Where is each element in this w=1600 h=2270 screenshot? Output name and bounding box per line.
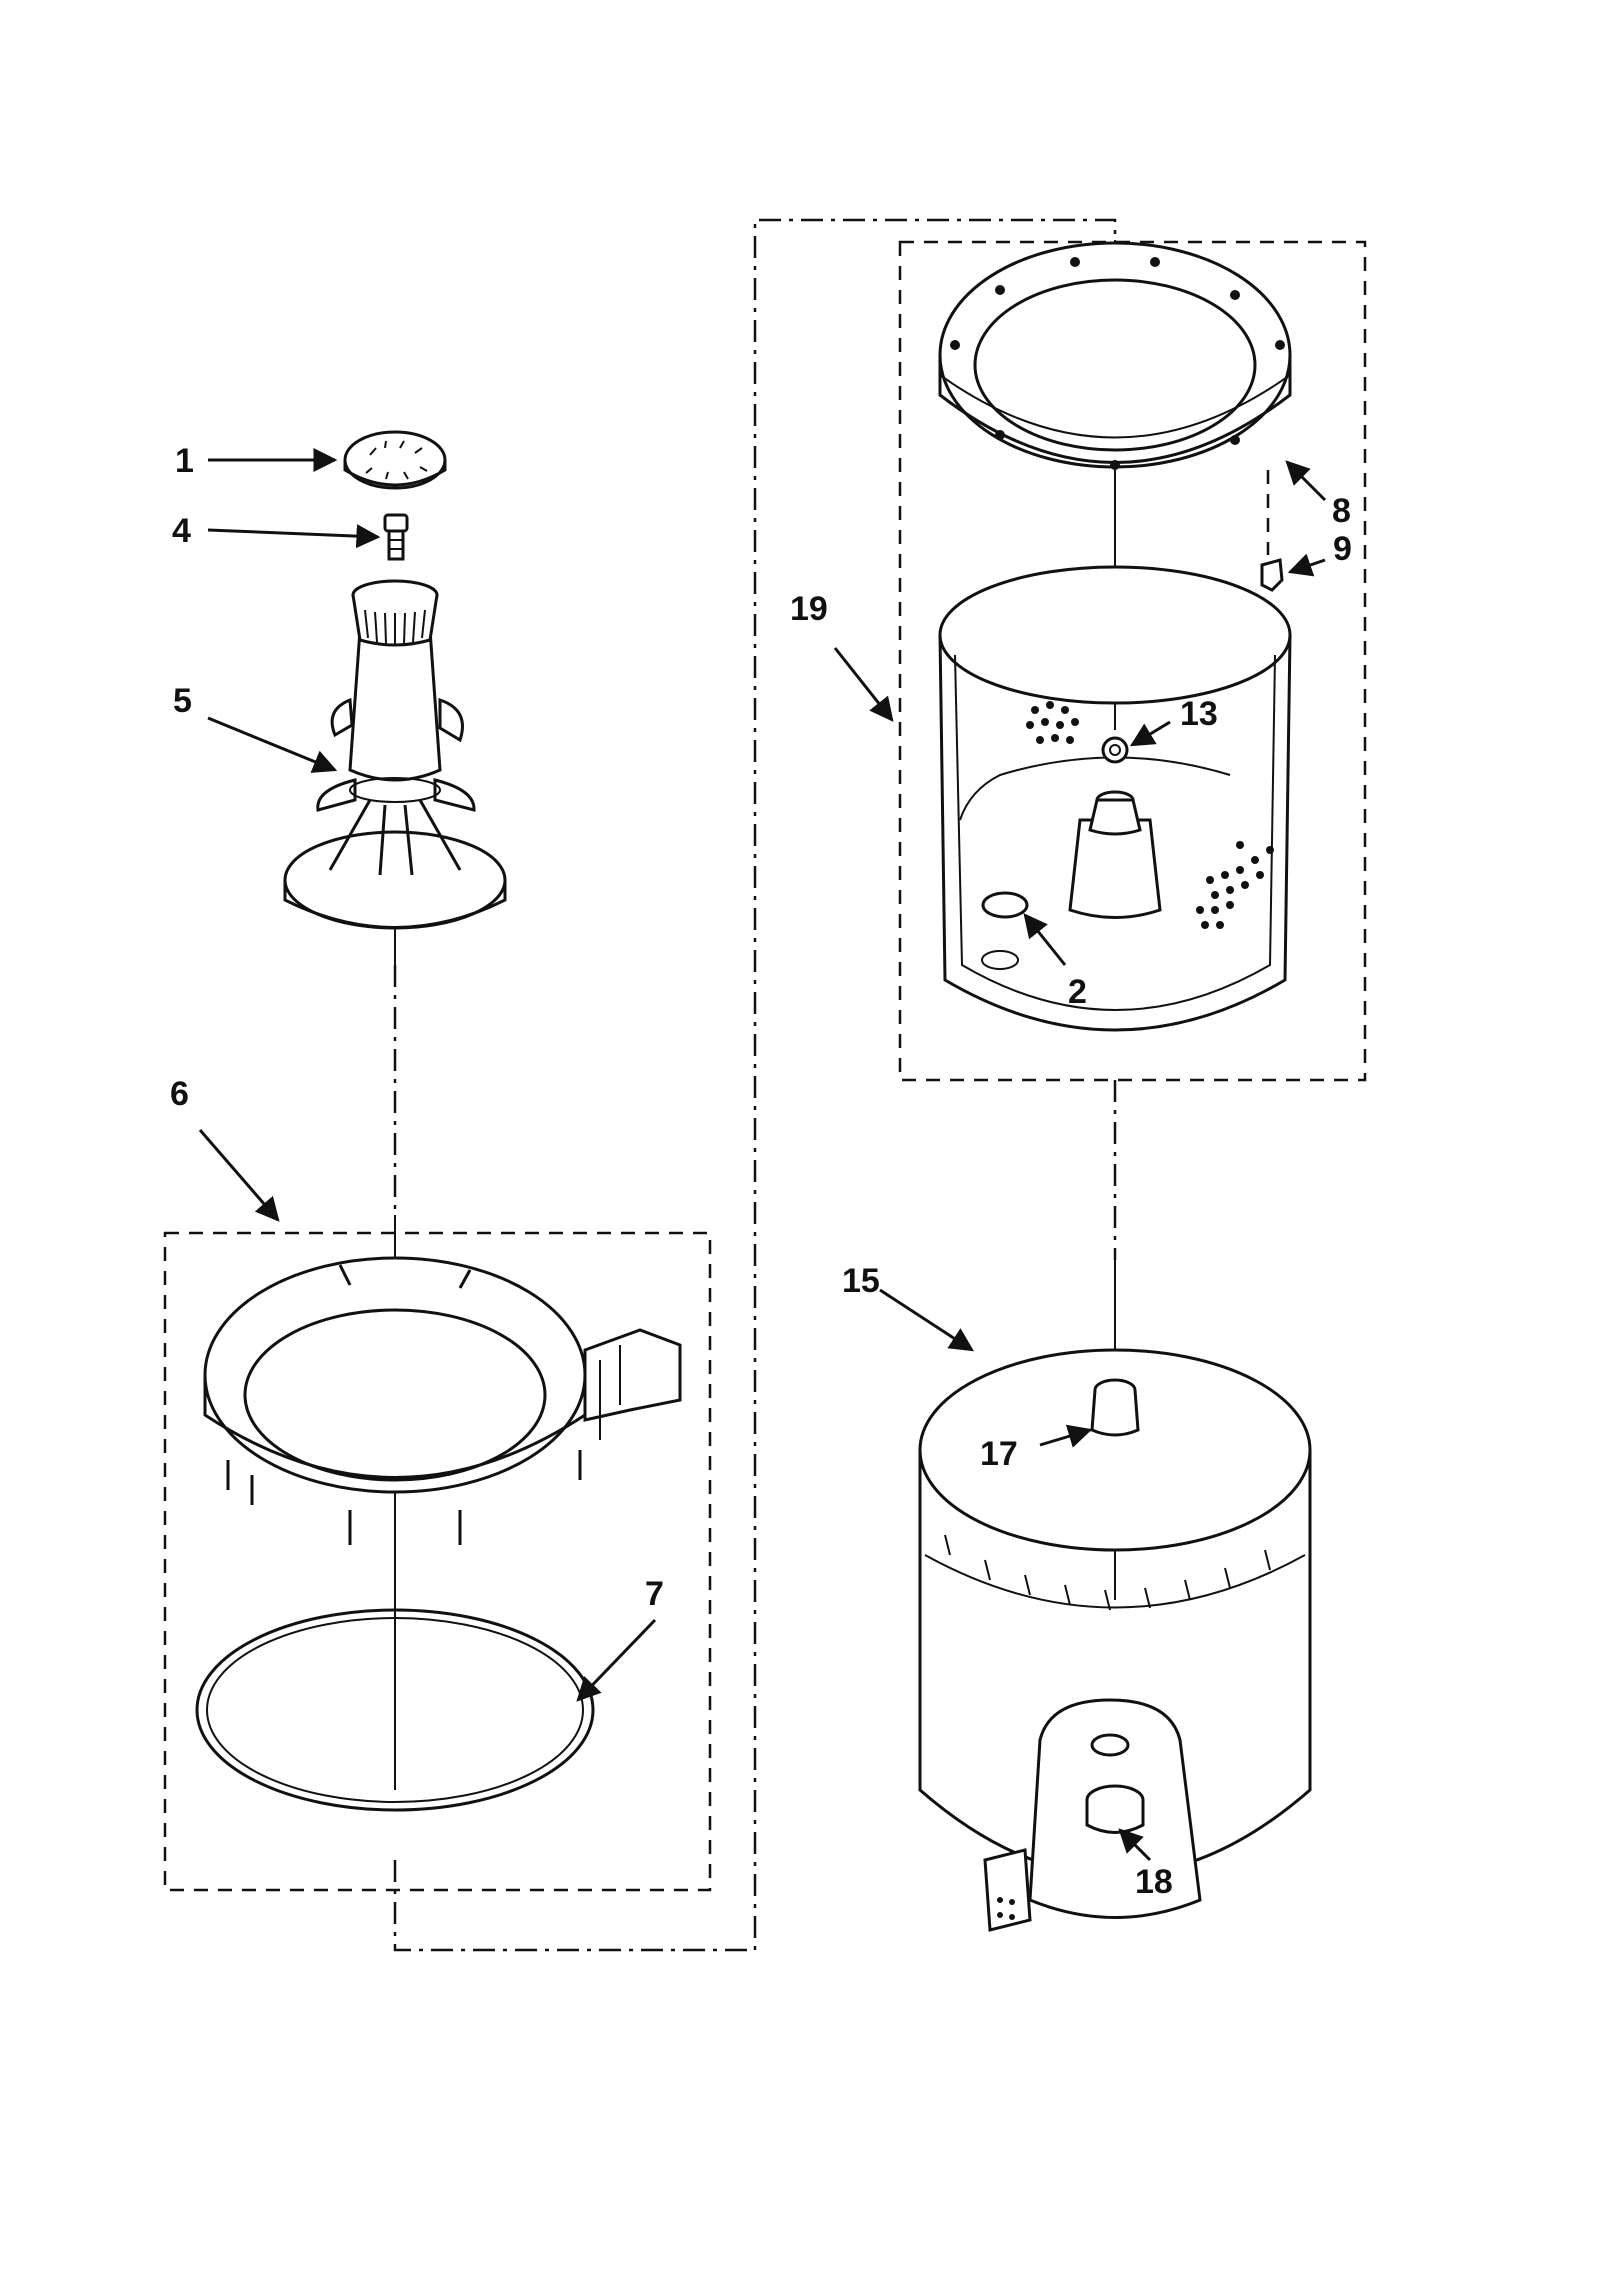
part-basket [938,565,1292,1032]
part-ring-frame [203,1256,682,1545]
callout-7: 7 [645,1575,664,1613]
callout-labels: 1 4 5 6 7 19 8 9 13 2 15 17 18 [170,442,1352,1901]
callout-2: 2 [1068,973,1087,1011]
assembly-centerlines [393,218,1117,1952]
part-agitator [283,579,507,930]
assembly-19-box [898,240,1367,1082]
part-bearing [1085,1784,1145,1834]
part-bolt [383,513,409,561]
callout-9: 9 [1333,530,1352,568]
callout-4: 4 [172,512,191,550]
callout-1: 1 [175,442,194,480]
callout-15: 15 [842,1262,880,1300]
assembly-6-box [163,1231,712,1892]
part-gasket-ring [195,1608,595,1812]
part-nut [1101,736,1129,764]
part-clip [1260,558,1284,592]
callout-6: 6 [170,1075,189,1113]
leader-lines [198,448,1327,1862]
part-seal [1090,1378,1140,1437]
callout-17: 17 [980,1435,1018,1473]
part-tub [918,1348,1312,1932]
callout-5: 5 [173,682,192,720]
part-cap [343,430,447,490]
part-balance-ring [938,241,1292,470]
callout-19: 19 [790,590,828,628]
callout-8: 8 [1332,492,1351,530]
callout-13: 13 [1180,695,1218,733]
callout-18: 18 [1135,1863,1173,1901]
